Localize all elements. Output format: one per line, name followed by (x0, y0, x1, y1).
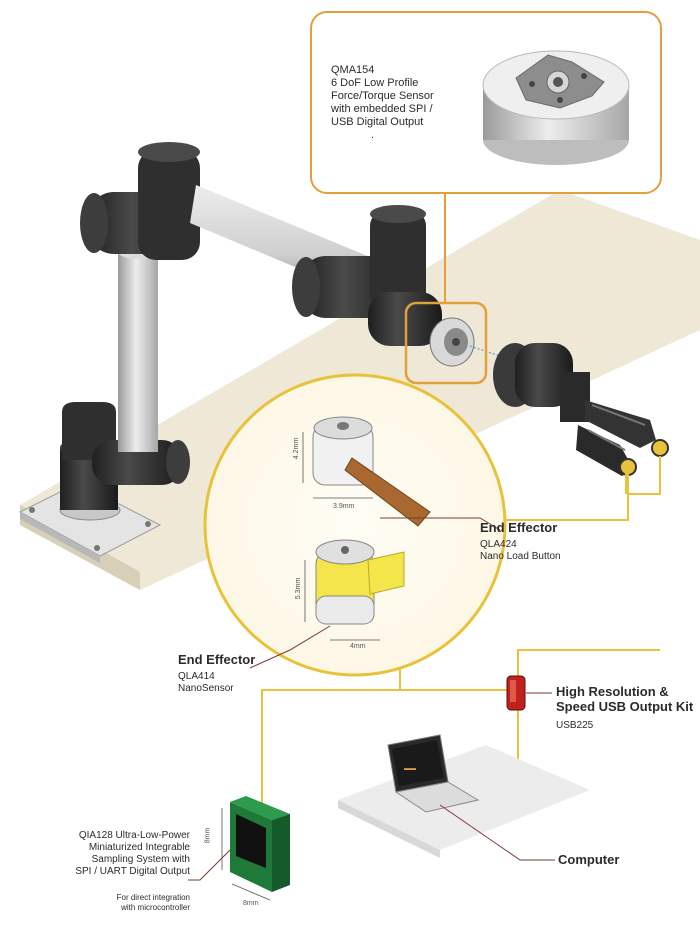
usb-kit-label: High Resolution & Speed USB Output Kit U… (556, 684, 693, 732)
qla414-heading: End Effector (178, 652, 256, 667)
qia128-note: For direct integration with microcontrol… (70, 893, 190, 913)
qia128-width-dim: 8mm (243, 900, 259, 907)
svg-text:▬▬: ▬▬ (404, 766, 416, 772)
computer-image: ▬▬ (338, 734, 590, 861)
qla424-sensor-image (302, 416, 501, 531)
qla414-desc: NanoSensor (178, 683, 234, 694)
qia128-line: QIA128 Ultra-Low-Power (78, 830, 190, 841)
usb-kit-model: USB225 (556, 720, 594, 731)
qma154-callout (310, 11, 662, 303)
robot-arm (18, 142, 501, 563)
computer-label: Computer (558, 852, 620, 867)
qla424-label: End Effector QLA424 Nano Load Button (480, 520, 561, 563)
qia128-note-line: For direct integration (116, 893, 190, 902)
qla414-width-dim: 4mm (350, 643, 366, 650)
qma154-desc-line: with embedded SPI / (331, 103, 433, 115)
end-effector-zoom (203, 373, 507, 677)
wrist-sensor-highlight (404, 301, 488, 385)
qia128-height-dim: 8mm (204, 827, 212, 844)
qia128-line: Sampling System with (91, 854, 190, 865)
qma154-model: QMA154 (331, 64, 375, 76)
qla424-height-dim: 4.2mm (293, 437, 301, 460)
qia128-note-line: with microcontroller (121, 903, 190, 912)
qma154-desc-line: 6 DoF Low Profile (331, 77, 419, 89)
qla414-height-dim: 5.3mm (295, 577, 303, 600)
qla424-width-dim: 3.9mm (333, 503, 355, 510)
qia128-label: QIA128 Ultra-Low-Power Miniaturized Inte… (40, 830, 190, 878)
pcb-module-image (188, 796, 290, 901)
qma154-dot: . (371, 129, 375, 141)
usb-kit-line: Speed USB Output Kit (556, 699, 694, 714)
qia128-line: SPI / UART Digital Output (75, 866, 190, 877)
qla424-desc: Nano Load Button (480, 551, 561, 562)
qla424-heading: End Effector (480, 520, 558, 535)
usb-kit-image (506, 675, 552, 711)
qla424-model: QLA424 (480, 539, 517, 550)
qla414-model: QLA414 (178, 671, 215, 682)
qma154-desc-line: Force/Torque Sensor (331, 90, 434, 102)
qla414-sensor-image (249, 539, 405, 669)
usb-kit-line: High Resolution & (556, 684, 669, 699)
gripper (493, 343, 669, 476)
qla414-label: End Effector QLA414 NanoSensor (178, 652, 255, 695)
qma154-sensor-image (482, 50, 630, 165)
qia128-line: Miniaturized Integrable (88, 842, 190, 853)
qma154-desc-line: USB Digital Output (331, 116, 424, 128)
qma154-label: QMA154 6 DoF Low Profile Force/Torque Se… (331, 64, 476, 142)
